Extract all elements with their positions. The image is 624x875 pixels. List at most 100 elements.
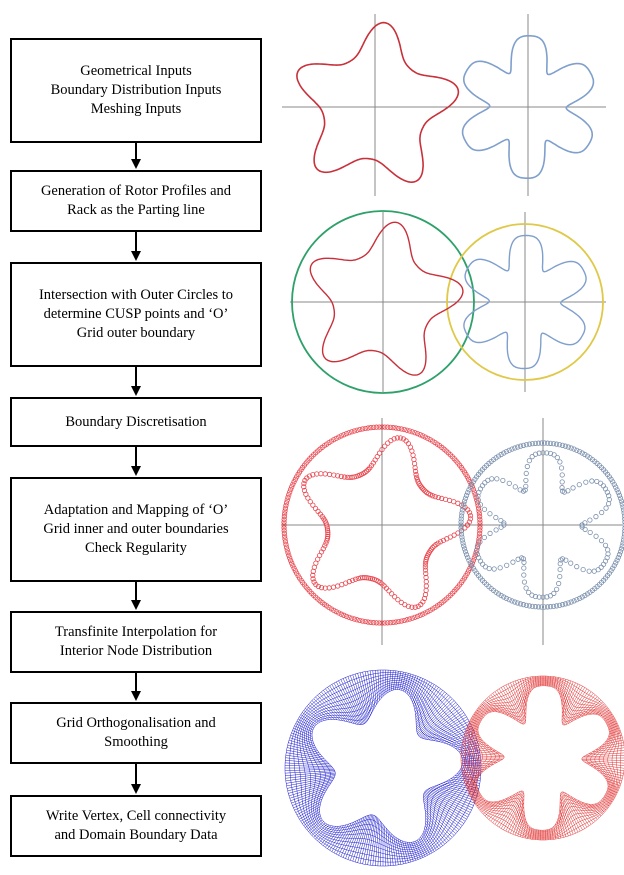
grid-line — [325, 825, 342, 848]
boundary-node — [326, 471, 333, 477]
boundary-node — [458, 516, 464, 522]
grid-line — [507, 798, 525, 833]
boundary-node — [574, 597, 580, 603]
grid-line — [286, 775, 335, 784]
grid-line — [529, 828, 533, 840]
boundary-node — [602, 542, 609, 548]
boundary-node — [562, 601, 569, 607]
boundary-node — [464, 474, 470, 480]
boundary-node — [362, 425, 368, 432]
grid-line — [551, 676, 554, 687]
boundary-node — [610, 565, 616, 571]
grid-line — [293, 727, 313, 737]
boundary-node — [376, 424, 382, 430]
grid-line — [375, 819, 380, 866]
boundary-node — [469, 481, 475, 488]
grid-line — [466, 784, 477, 789]
step-line: Grid outer boundary — [76, 325, 196, 341]
grid-line — [317, 825, 332, 841]
boundary-node — [551, 590, 557, 596]
grid-line — [311, 822, 326, 836]
grid-line — [462, 768, 487, 774]
boundary-node — [615, 489, 621, 496]
grid-line — [423, 792, 467, 820]
boundary-node — [605, 501, 612, 507]
boundary-node — [538, 440, 545, 446]
boundary-node — [306, 473, 313, 479]
boundary-node — [611, 481, 617, 488]
boundary-node — [349, 577, 356, 583]
boundary-node — [376, 620, 382, 626]
boundary-node — [412, 614, 418, 620]
boundary-node — [477, 516, 483, 523]
boundary-node — [341, 612, 347, 618]
grid-line — [602, 739, 624, 745]
grid-line — [310, 702, 330, 720]
boundary-node — [570, 485, 576, 491]
grid-line — [436, 785, 477, 799]
grid-line — [409, 676, 419, 698]
boundary-node — [622, 522, 624, 528]
boundary-node — [322, 543, 328, 549]
grid-line — [364, 671, 373, 712]
boundary-node — [310, 576, 316, 582]
grid-line — [461, 755, 505, 758]
boundary-node — [318, 585, 325, 591]
boundary-node — [459, 537, 465, 543]
grid-line — [400, 839, 407, 864]
grid-line — [600, 709, 610, 717]
grid-line — [598, 707, 608, 716]
grid-line — [570, 796, 592, 825]
boundary-node — [392, 594, 398, 600]
grid-line — [585, 752, 624, 756]
boundary-node — [331, 437, 337, 443]
grid-line — [510, 802, 525, 834]
grid-line — [452, 776, 481, 782]
boundary-node — [418, 484, 424, 490]
grid-line — [559, 797, 576, 834]
grid-line — [345, 817, 363, 859]
grid-line — [471, 718, 480, 724]
boundary-node — [559, 479, 565, 485]
boundary-node — [368, 425, 374, 431]
grid-line — [414, 681, 430, 710]
boundary-node — [495, 453, 502, 459]
grid-line — [380, 822, 382, 866]
boundary-node — [532, 604, 539, 610]
boundary-node — [579, 450, 585, 456]
grid-line — [462, 771, 484, 777]
boundary-node — [466, 476, 472, 482]
boundary-node — [325, 530, 331, 536]
boundary-node — [390, 425, 396, 431]
grid-line — [424, 825, 441, 848]
boundary-node — [382, 424, 388, 430]
grid-line — [325, 688, 351, 723]
grid-line — [604, 716, 614, 722]
grid-line — [342, 678, 364, 725]
grid-line — [406, 842, 414, 862]
grid-line — [498, 688, 522, 724]
boundary-node — [425, 435, 431, 441]
grid-line — [567, 794, 590, 826]
boundary-node — [616, 492, 623, 498]
boundary-node — [515, 600, 521, 606]
boundary-node — [547, 604, 554, 610]
boundary-node — [620, 504, 624, 510]
boundary-node — [521, 572, 527, 578]
grid-line — [524, 824, 529, 839]
grid-line — [426, 714, 466, 740]
boundary-node — [587, 517, 593, 523]
grid-line — [517, 814, 525, 837]
boundary-node — [338, 611, 344, 617]
grid-line — [555, 824, 559, 839]
boundary-node — [283, 541, 289, 548]
boundary-node — [422, 610, 428, 616]
grid-line — [468, 722, 479, 728]
boundary-node — [491, 566, 497, 572]
boundary-node — [559, 442, 566, 448]
grid-line — [519, 818, 526, 837]
grid-line — [395, 671, 399, 690]
boundary-node — [476, 511, 482, 517]
boundary-node — [466, 557, 472, 563]
grid-line — [321, 826, 336, 845]
